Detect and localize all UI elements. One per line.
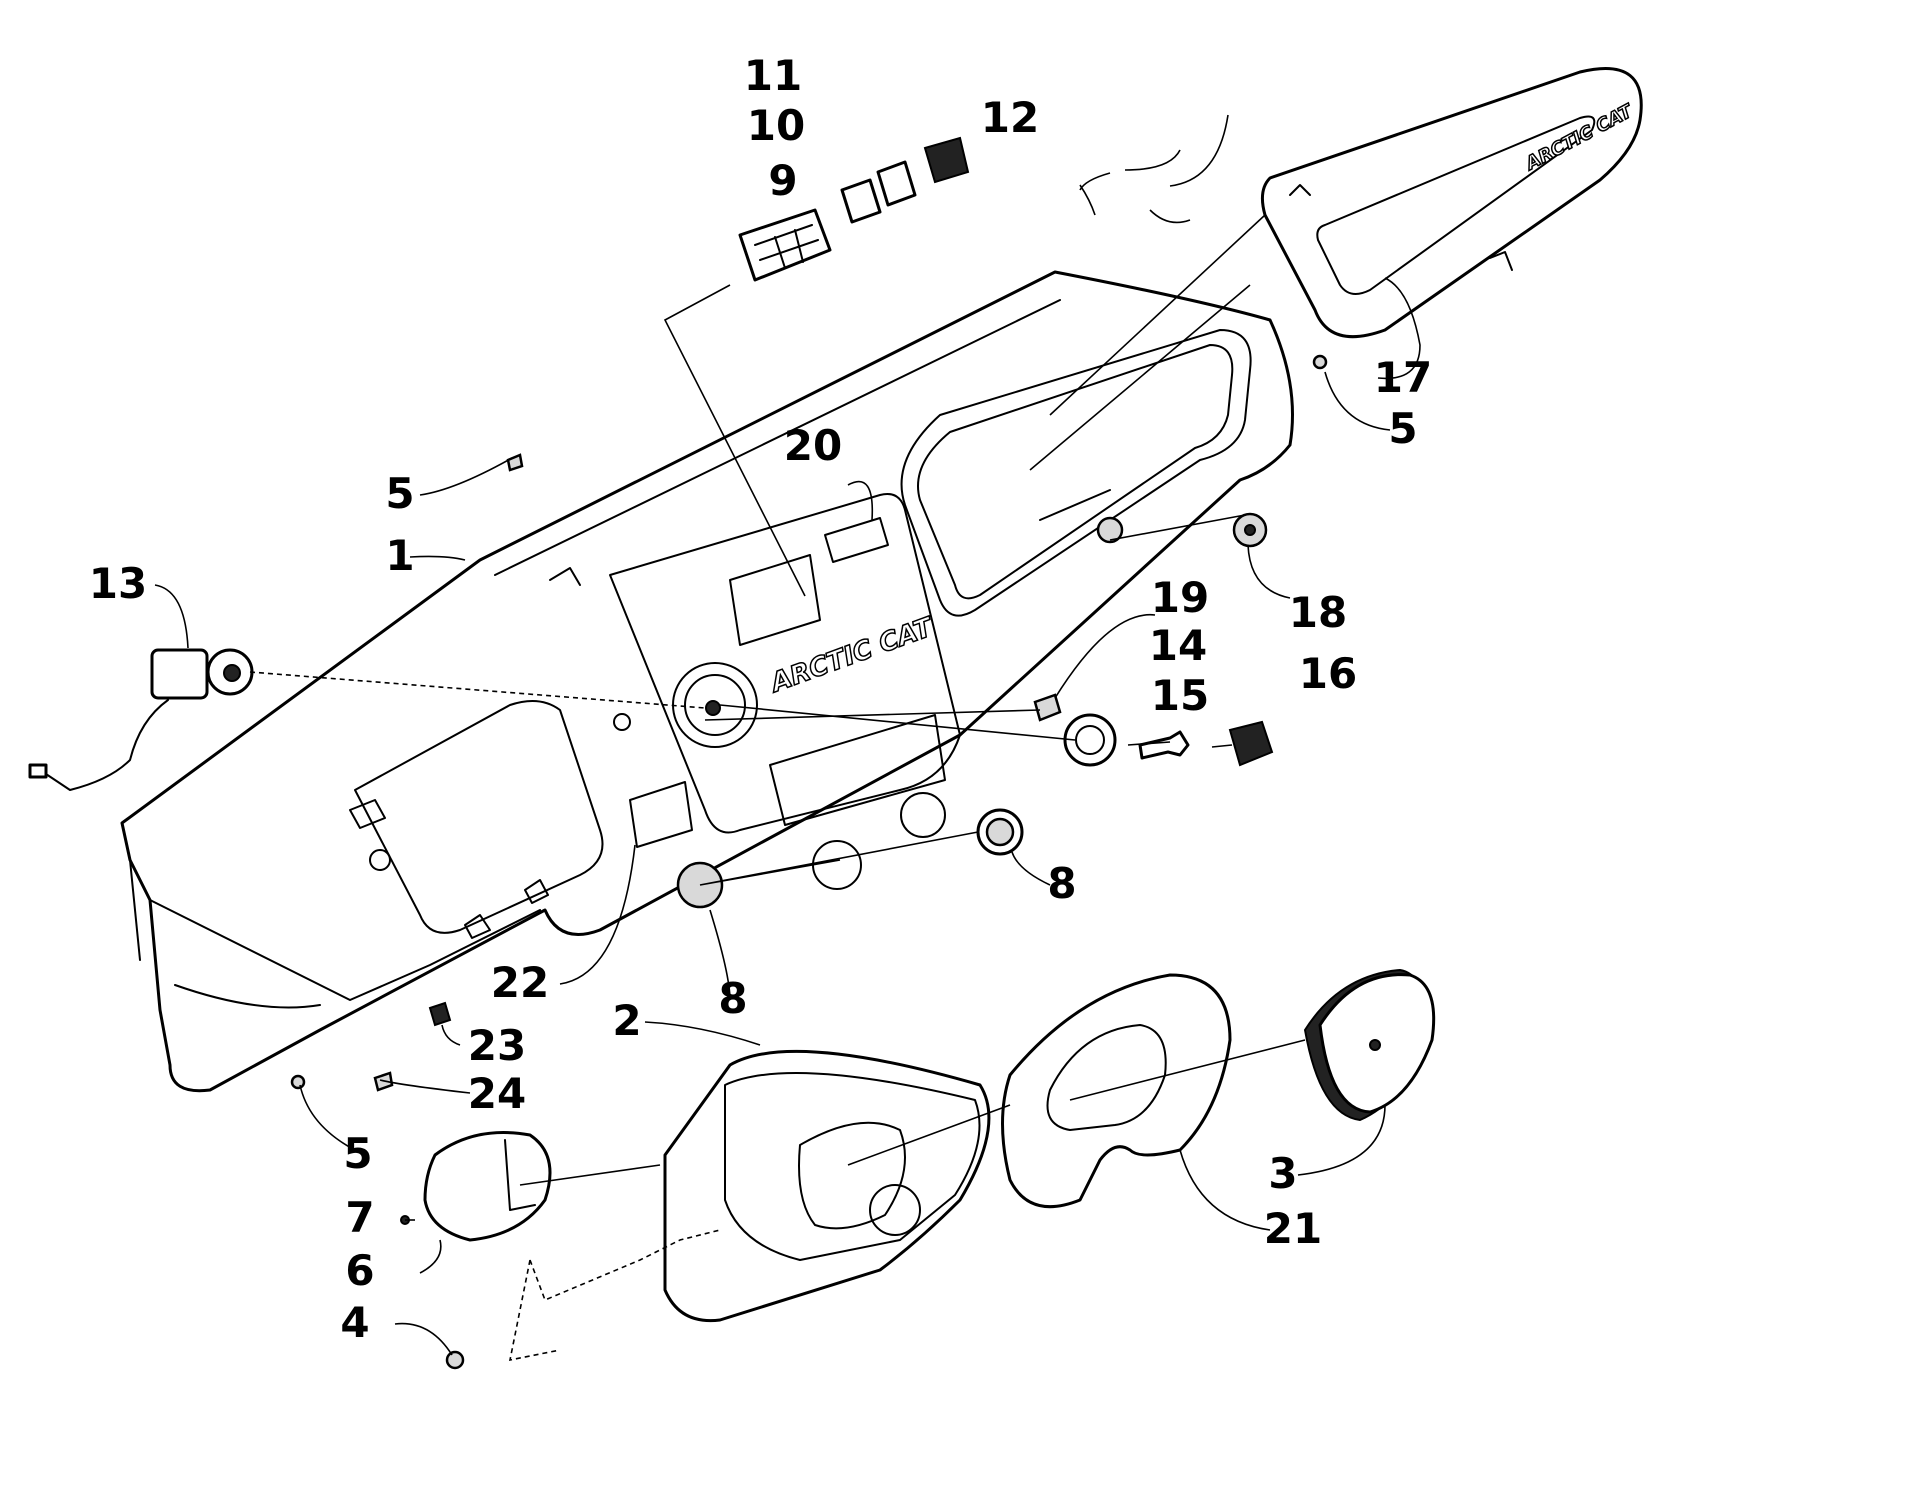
callout-22: 22 [491, 958, 549, 1007]
part-12-switch-cap [923, 136, 970, 184]
part-9-switch-bezel [738, 208, 832, 282]
part-21-decal-plate [1001, 973, 1232, 1209]
callout-17: 17 [1374, 353, 1432, 402]
part-11-switch [876, 160, 917, 207]
part-2-instrument-housing [663, 1049, 991, 1323]
part-6-bracket [423, 1131, 552, 1242]
callout-11: 11 [744, 51, 802, 100]
callout-5-top: 5 [385, 469, 414, 518]
callout-12: 12 [981, 93, 1039, 142]
callout-9: 9 [768, 156, 797, 205]
part-15-key [1138, 730, 1190, 760]
callout-3: 3 [1268, 1149, 1297, 1198]
callout-8-left: 8 [718, 974, 747, 1023]
part-16-knob [1228, 720, 1274, 767]
callout-20: 20 [784, 421, 842, 470]
part-3-gauge [1303, 968, 1436, 1122]
callout-15: 15 [1151, 671, 1209, 720]
part-17-top-cover: ARCTIC CAT [1260, 67, 1643, 339]
callout-5-bottom: 5 [343, 1129, 372, 1178]
callout-labels: 1 2 3 4 5 5 5 6 7 8 8 9 10 11 12 13 14 1… [89, 51, 1432, 1347]
callout-19: 19 [1151, 573, 1209, 622]
part-23-plug [428, 1001, 452, 1027]
callout-23: 23 [468, 1021, 526, 1070]
part-10-switch [840, 178, 882, 224]
callout-8-right: 8 [1047, 859, 1076, 908]
callout-6: 6 [345, 1246, 374, 1295]
part-19-plug [1033, 693, 1062, 722]
part-14-bezel-ring [1063, 713, 1117, 767]
callout-13: 13 [89, 559, 147, 608]
callout-24: 24 [468, 1069, 526, 1118]
callout-4: 4 [340, 1298, 369, 1347]
callout-16: 16 [1299, 649, 1357, 698]
leader-lines [154, 114, 1421, 1356]
part-1-dash-panel: ARCTIC CAT [120, 270, 1294, 1093]
part-13-ignition-switch [28, 648, 254, 791]
part-18-grommet [1232, 512, 1268, 548]
callout-2: 2 [612, 996, 641, 1045]
callout-21: 21 [1264, 1204, 1322, 1253]
callout-18: 18 [1289, 588, 1347, 637]
callout-14: 14 [1149, 621, 1207, 670]
lower-mount-bracket [508, 1229, 721, 1362]
callout-7: 7 [345, 1193, 374, 1242]
callout-1: 1 [385, 531, 414, 580]
callout-5-right: 5 [1388, 404, 1417, 453]
callout-10: 10 [747, 101, 805, 150]
part-8-outlet [976, 808, 1024, 856]
